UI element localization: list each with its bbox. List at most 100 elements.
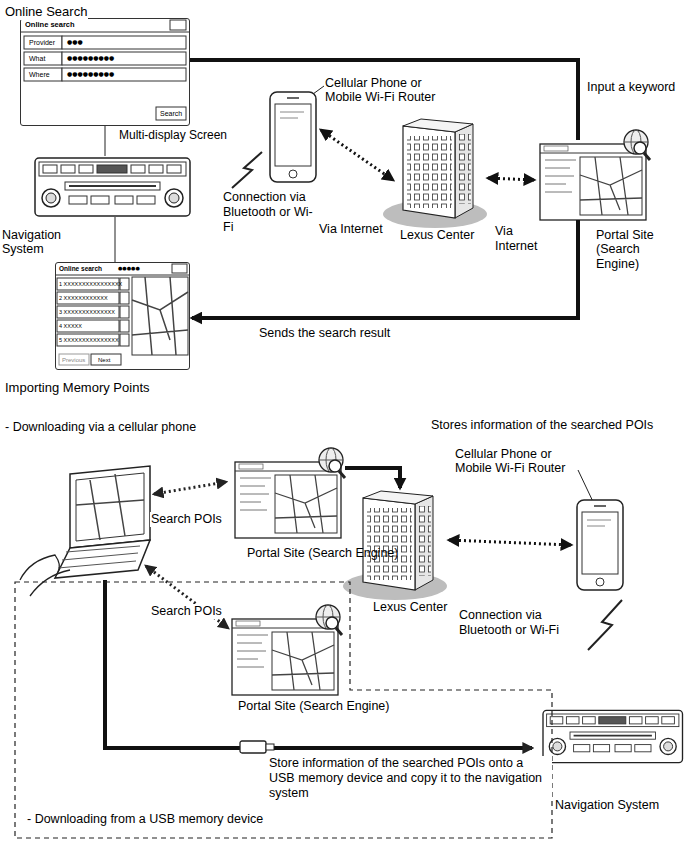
- screen-text: Provider: [29, 39, 55, 47]
- device-node: Portal Site (Search Engine): [235, 458, 345, 538]
- screen-box: Online searchProvider●●●What●●●●●●●●●Whe…: [20, 18, 190, 126]
- note-label: Connection via Bluetooth or Wi-Fi: [458, 608, 582, 638]
- navigation-unit: [543, 710, 683, 762]
- screen-list: [91, 354, 121, 365]
- device-node: Navigation System: [543, 705, 683, 764]
- section-heading: Importing Memory Points: [4, 380, 151, 396]
- screen-box: Online search ●●●●● 1 XXXXXXXXXXXXXXXX 2 XX…: [55, 262, 190, 370]
- internet-link: [488, 178, 534, 180]
- cellular-phone: [577, 500, 623, 590]
- search-line: [154, 482, 226, 494]
- usb-transfer-line: [105, 580, 532, 748]
- screen-text: 1 XXXXXXXXXXXXXXXX: [59, 281, 122, 287]
- portal-site-window: [540, 130, 650, 220]
- screen-fields: [24, 36, 62, 49]
- screen-list: [56, 275, 189, 276]
- caption: Portal Site (Search Engine): [247, 546, 407, 560]
- usb-memory: [266, 744, 274, 750]
- caption: Lexus Center: [400, 228, 490, 242]
- screen-fields: [62, 52, 186, 65]
- screen-list: [120, 334, 129, 346]
- portal-site-window: [232, 605, 342, 695]
- screen-text: Previous: [62, 357, 85, 364]
- device-node: Portal Site (Search Engine): [232, 615, 342, 695]
- caption: Portal Site (Search Engine): [238, 699, 398, 713]
- laptop: [76, 474, 144, 540]
- laptop: [20, 555, 70, 596]
- cellular-phone: [270, 92, 316, 182]
- data-flow-arrow: [190, 60, 578, 140]
- screen-text: 5 XXXXXXXXXXXXXXX: [59, 337, 119, 343]
- leader-line: [105, 126, 106, 156]
- screen-list: [57, 334, 119, 346]
- portal-site-window: [235, 448, 345, 538]
- screen-text: 2 XXXXXXXXXXXX: [59, 295, 108, 301]
- edge-label: Sends the search result: [258, 326, 391, 341]
- device-node: Portal Site (Search Engine): [540, 140, 650, 220]
- screen-list: [120, 320, 129, 332]
- screen-fields: [62, 36, 186, 49]
- screen-fields: [21, 20, 189, 120]
- device-node: Navigation System: [35, 152, 190, 217]
- lexus-center-building: [383, 119, 487, 228]
- caption: Cellular Phone or Mobile Wi-Fi Router: [325, 76, 460, 105]
- screen-list: [132, 277, 188, 355]
- note-label: Store information of the searched POIs o…: [268, 756, 552, 801]
- note-label: - Downloading from a USB memory device: [26, 812, 264, 827]
- navigation-unit: [543, 710, 683, 762]
- usb-memory: [240, 741, 274, 753]
- device-node: Cellular Phone or Mobile Wi-Fi Router: [575, 500, 625, 590]
- note-label: Search POIs: [150, 512, 223, 527]
- screen-fields: [24, 68, 62, 81]
- laptop: [76, 473, 144, 541]
- screen-list: [57, 320, 119, 332]
- laptop: [20, 466, 150, 596]
- screen-text: Online search: [59, 265, 102, 272]
- leader-line: [115, 217, 116, 262]
- data-flow-arrow: [345, 468, 400, 488]
- screen-fields: [21, 32, 189, 33]
- screen-list: [57, 306, 119, 318]
- caption: Navigation System: [2, 228, 74, 257]
- search-line: [146, 482, 228, 628]
- screen-list: [172, 264, 187, 273]
- laptop: [55, 540, 150, 578]
- navigation-unit: [35, 158, 190, 216]
- usb-memory: [240, 741, 266, 753]
- screen-text: ●●●●●: [118, 266, 140, 272]
- device-node: Lexus Center: [395, 118, 485, 223]
- note-label: Stores information of the searched POIs: [430, 418, 690, 433]
- screen-text: Online search: [25, 21, 75, 30]
- laptop: [70, 466, 150, 548]
- search-line: [146, 566, 228, 628]
- section-heading: Online Search: [4, 4, 88, 20]
- edge-label: Input a keyword: [586, 80, 688, 95]
- leader-line: [105, 86, 596, 508]
- laptop: [58, 546, 140, 568]
- screen-fields: [170, 20, 186, 30]
- screen-list: [120, 292, 129, 304]
- screen-text: 3 XXXXXXXXXXXXXX: [59, 309, 115, 315]
- edge-label: Via Internet: [318, 222, 384, 237]
- edge-label: Via Internet: [494, 224, 546, 254]
- internet-link: [321, 130, 393, 180]
- screen-fields: [156, 107, 186, 120]
- screen-list: [57, 292, 119, 304]
- wireless-symbol: [232, 152, 262, 188]
- screen-list: [132, 277, 188, 355]
- screen-text: Where: [29, 71, 50, 79]
- device-node: Cellular Phone or Mobile Wi-Fi Router: [268, 92, 318, 182]
- note-label: - Downloading via a cellular phone: [4, 420, 197, 435]
- screen-fields: [24, 52, 62, 65]
- lexus-center-building: [343, 491, 447, 600]
- note-label: Connection via Bluetooth or Wi-Fi: [222, 190, 324, 235]
- screen-text: 4 XXXXX: [59, 323, 82, 329]
- caption: Navigation System: [555, 798, 685, 812]
- screen-text: ●●●: [67, 39, 83, 46]
- device-node: Lexus Center: [355, 490, 445, 595]
- caption: Multi-display Screen: [119, 129, 259, 143]
- screen-fields: [62, 68, 186, 81]
- screen-text: Search: [160, 110, 182, 118]
